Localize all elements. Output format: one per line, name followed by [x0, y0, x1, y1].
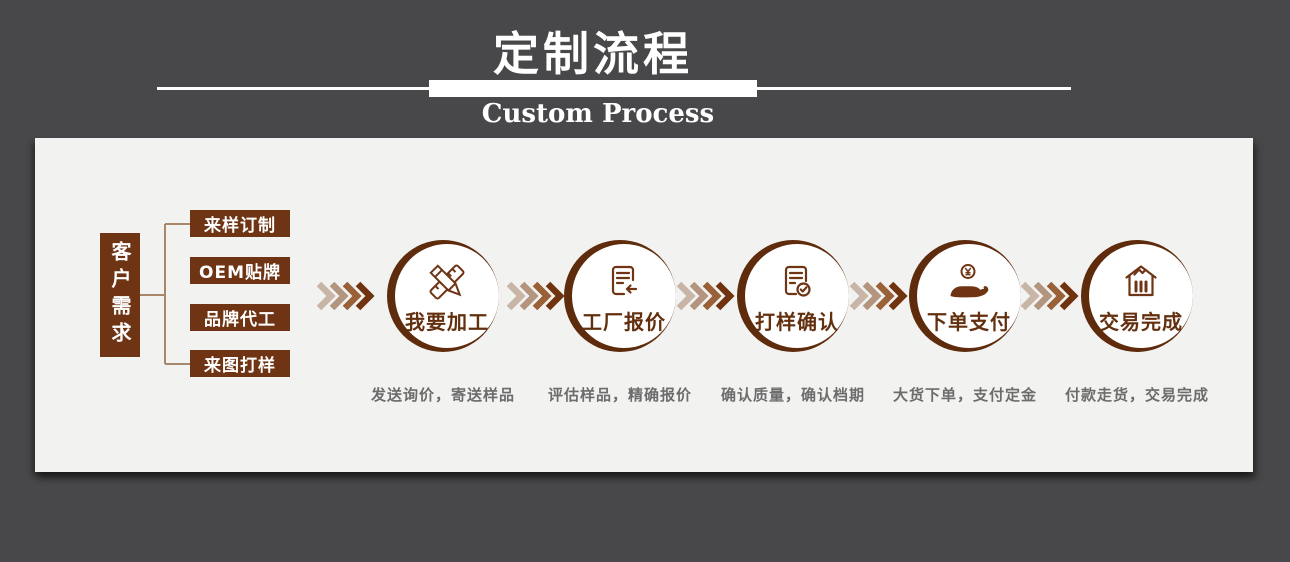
document-check-icon	[784, 265, 811, 297]
warehouse-chart-icon	[1125, 264, 1157, 296]
step-circle: 工厂报价	[564, 240, 676, 352]
hand-coin-icon	[950, 263, 989, 297]
option-box-brand: 品牌代工	[190, 304, 290, 331]
option-box-drawing: 来图打样	[190, 350, 290, 377]
step-circle: 打样确认	[737, 240, 849, 352]
page-title: 定制流程	[493, 27, 693, 81]
pencil-ruler-icon	[429, 263, 465, 299]
step-caption: 大货下单，支付定金	[892, 386, 1037, 404]
step-label: 交易完成	[1099, 309, 1183, 334]
page-subtitle: Custom Process	[481, 99, 715, 129]
customer-needs-box: 客户需求	[100, 233, 140, 357]
chevron-arrows	[506, 281, 565, 311]
step-label: 打样确认	[755, 309, 839, 334]
step-processing: 我要加工 发送询价，寄送样品	[343, 240, 543, 405]
option-box-oem: OEM贴牌	[190, 257, 290, 284]
step-label: 工厂报价	[582, 309, 666, 334]
title-divider-bar	[429, 80, 757, 97]
step-caption: 评估样品，精确报价	[547, 386, 692, 404]
step-caption: 确认质量，确认档期	[720, 386, 865, 404]
step-transaction-complete: 交易完成 付款走货，交易完成	[1037, 240, 1237, 405]
step-factory-quote: 工厂报价 评估样品，精确报价	[520, 240, 720, 405]
step-order-payment: 下单支付 大货下单，支付定金	[865, 240, 1065, 405]
step-label: 下单支付	[927, 309, 1011, 334]
step-label: 我要加工	[405, 309, 489, 334]
quote-document-icon	[611, 265, 638, 295]
step-circle: 下单支付	[909, 240, 1021, 352]
chevron-arrows	[1020, 281, 1079, 311]
step-caption: 发送询价，寄送样品	[370, 386, 515, 404]
connector-lines	[140, 223, 190, 365]
chevron-arrows	[316, 281, 375, 311]
step-circle: 交易完成	[1081, 240, 1193, 352]
option-box-sample-custom: 来样订制	[190, 210, 290, 237]
chevron-arrows	[849, 281, 908, 311]
step-sample-confirm: 打样确认 确认质量，确认档期	[693, 240, 893, 405]
chevron-arrows	[676, 281, 735, 311]
process-card: 客户需求 来样订制 OEM贴牌 品牌代工 来图打样	[35, 138, 1253, 472]
step-circle: 我要加工	[387, 240, 499, 352]
step-caption: 付款走货，交易完成	[1064, 386, 1209, 404]
customer-needs-label: 客户需求	[108, 241, 132, 349]
